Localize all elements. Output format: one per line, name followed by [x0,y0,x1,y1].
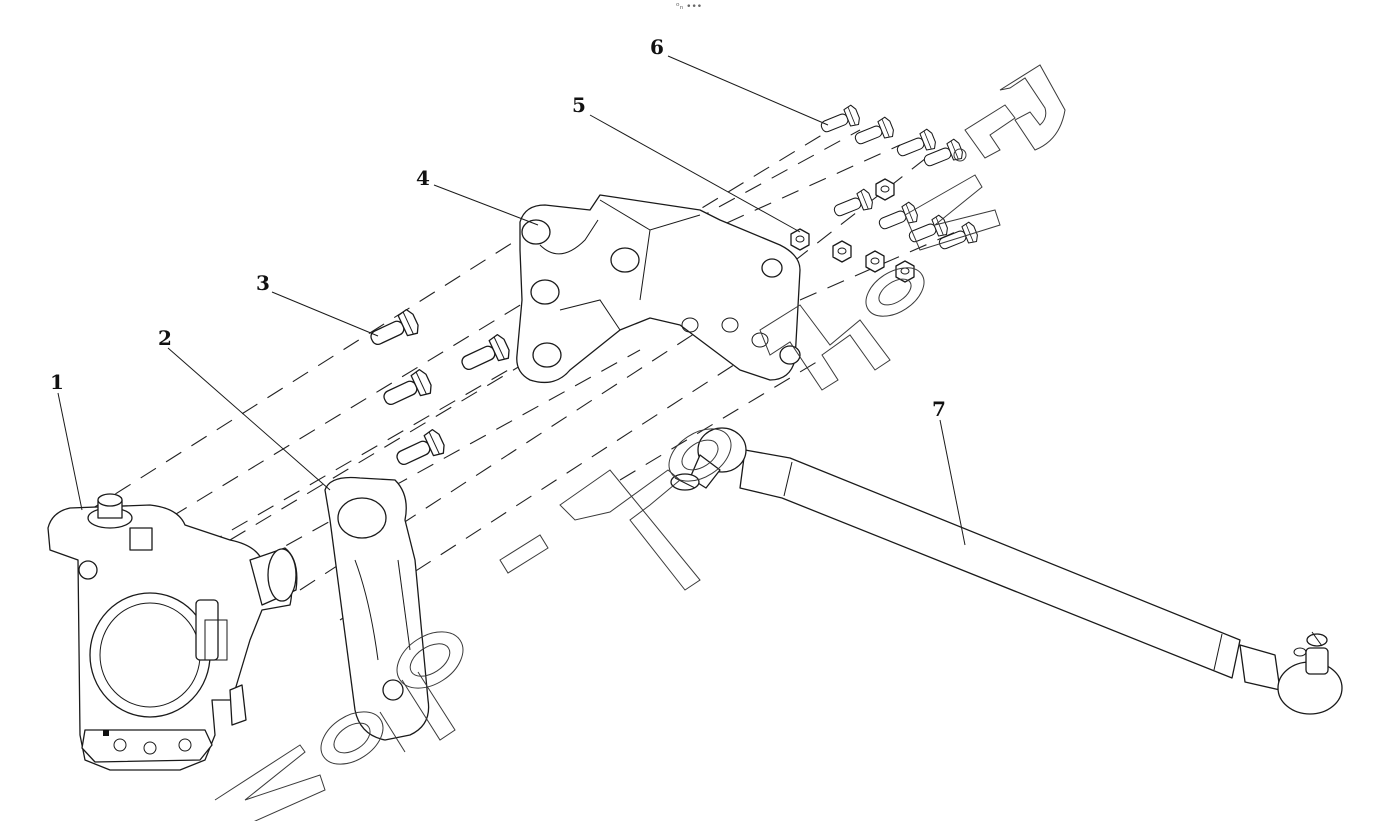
top-status-mark: ᵒₙ ••• [676,2,703,12]
callout-4: 4 [416,166,430,190]
callout-2: 2 [158,326,172,350]
bracket [516,194,801,384]
callout-7: 7 [932,397,946,421]
steering-gear-housing [47,493,298,771]
watermark-zap-kamaz [214,64,1066,821]
callout-6: 6 [650,35,664,59]
leader-lines [57,55,966,546]
pitman-arm [324,476,430,741]
callout-5: 5 [572,93,586,117]
drag-link [670,427,1343,715]
callout-3: 3 [256,271,270,295]
callout-1: 1 [50,370,64,394]
nut-set-5 [790,178,915,283]
alignment-lines [89,129,961,621]
bolt-set-3 [365,307,513,473]
